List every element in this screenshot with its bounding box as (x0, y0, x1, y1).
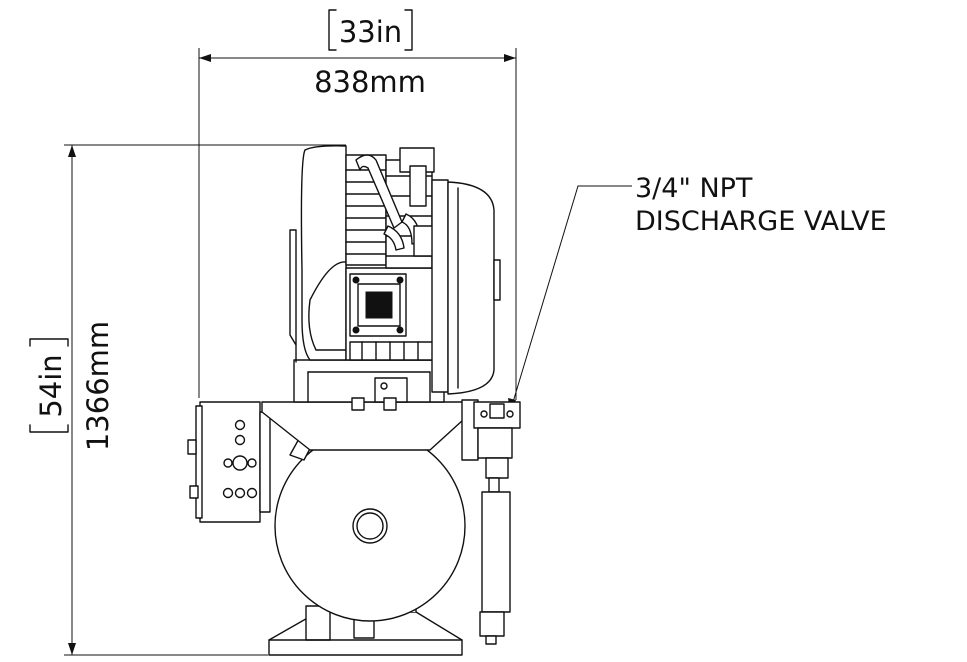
width-bracket-left (328, 9, 337, 51)
width-mm-label: 838mm (314, 65, 426, 99)
height-inches-label: 54in (34, 354, 68, 417)
height-mm-label: 1366mm (81, 321, 115, 451)
support-frame (261, 359, 479, 461)
discharge-valve-assembly (473, 401, 521, 645)
height-bracket-top (29, 338, 69, 347)
control-box (187, 401, 271, 523)
callout-leader-line (509, 185, 632, 413)
height-dimension: 54in 1366mm (29, 144, 346, 656)
air-compressor (187, 145, 521, 656)
width-dimension: 33in 838mm (198, 9, 517, 400)
motor-pump-assembly (289, 145, 501, 395)
height-bracket-bottom (29, 424, 69, 433)
callout-line-2: DISCHARGE VALVE (635, 206, 887, 237)
discharge-valve-callout: 3/4" NPT DISCHARGE VALVE (508, 173, 887, 413)
width-bracket-right (404, 9, 413, 51)
width-inches-label: 33in (339, 15, 402, 49)
callout-line-1: 3/4" NPT (635, 173, 753, 204)
